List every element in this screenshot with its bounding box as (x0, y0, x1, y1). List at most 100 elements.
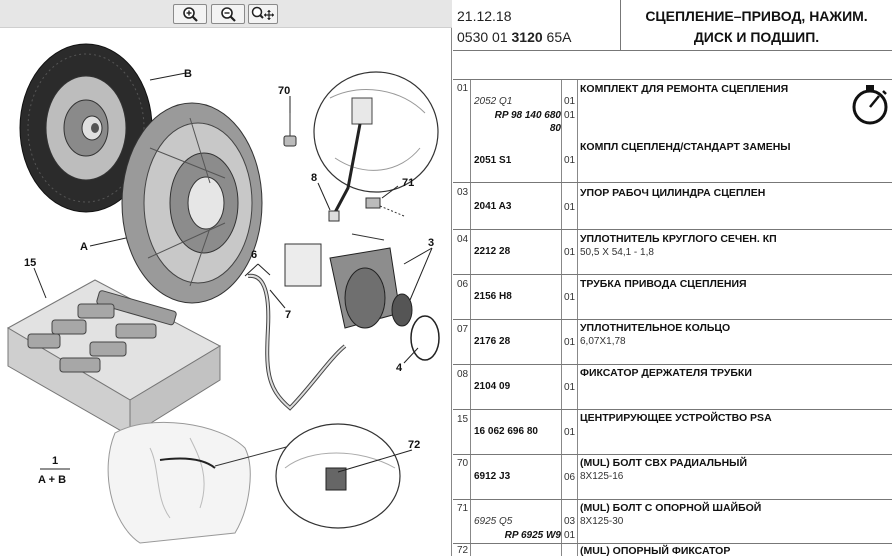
o-ring-part[interactable] (410, 315, 440, 361)
part-reference[interactable]: 2212 28 (474, 246, 511, 257)
zoom-in-button[interactable] (173, 4, 207, 24)
row-index: 70 (457, 458, 469, 469)
header-rule (453, 50, 892, 51)
part-description: ТРУБКА ПРИВОДА СЦЕПЛЕНИЯ (580, 278, 747, 290)
part-quantity: 01 (564, 202, 576, 213)
table-row[interactable]: 70 6912 J3 06 (MUL) БОЛТ CBX РАДИАЛЬНЫЙ … (453, 455, 892, 500)
callout-72: 72 (408, 439, 420, 451)
part-reference[interactable]: 2052 Q1 (474, 96, 513, 107)
magnifier-plus-icon (183, 7, 198, 22)
callout-1: 1 (52, 455, 58, 467)
part-description: УПОР РАБОЧ ЦИЛИНДРА СЦЕПЛЕН (580, 187, 766, 199)
clutch-assembly-illustration: B A 70 8 71 6 7 3 4 15 72 1 A + B (6, 43, 440, 544)
detail-view-top (313, 71, 439, 219)
callout-a-plus-b: A + B (38, 474, 66, 486)
part-description: (MUL) БОЛТ С ОПОРНОЙ ШАЙБОЙ (580, 502, 762, 514)
part-quantity: 01 (564, 247, 576, 258)
part-description: УПЛОТНИТЕЛЬНОЕ КОЛЬЦО (580, 322, 731, 334)
catalog-code-bold: 3120 (511, 29, 543, 45)
magnifier-move-icon (251, 6, 274, 20)
part-description: (MUL) БОЛТ CBX РАДИАЛЬНЫЙ (580, 457, 748, 469)
row-index: 03 (457, 187, 469, 198)
table-row[interactable]: 15 16 062 696 80 01 ЦЕНТРИРУЮЩЕЕ УСТРОЙС… (453, 410, 892, 455)
slave-cylinder-part[interactable] (284, 233, 413, 329)
table-row[interactable]: 71 6925 Q5 03 RP 6925 W9 01 (MUL) БОЛТ С… (453, 500, 892, 544)
exploded-diagram-panel: B A 70 8 71 6 7 3 4 15 72 1 A + B (0, 0, 452, 556)
part-reference[interactable]: 2104 09 (474, 381, 511, 392)
part-quantity: 06 (564, 472, 576, 483)
part-description: ФИКСАТОР ДЕРЖАТЕЛЯ ТРУБКИ (580, 367, 752, 379)
catalog-code: 0530 01 3120 65A (457, 29, 571, 45)
header-divider (620, 0, 621, 50)
clutch-disc-part[interactable] (19, 43, 153, 213)
table-row[interactable]: 01 2052 Q1 01 RP 98 140 680 01 80 КОМПЛЕ… (453, 80, 892, 183)
stopwatch-icon (852, 85, 888, 125)
part-reference-rp[interactable]: RP 98 140 680 (494, 110, 561, 121)
callout-a: A (80, 241, 88, 253)
callout-71: 71 (402, 177, 414, 189)
table-row[interactable]: 08 2104 09 01 ФИКСАТОР ДЕРЖАТЕЛЯ ТРУБКИ (453, 365, 892, 410)
callout-3: 3 (428, 237, 434, 249)
part-quantity: 03 (564, 516, 576, 527)
callout-7: 7 (285, 309, 291, 321)
part-reference[interactable]: 6912 J3 (474, 471, 511, 482)
transmission-overview (107, 421, 401, 544)
part-specification: 8X125-16 (580, 471, 624, 482)
part-quantity: 01 (564, 530, 576, 541)
page-title: СЦЕПЛЕНИЕ–ПРИВОД, НАЖИМ. ДИСК И ПОДШИП. (621, 6, 892, 48)
row-index: 72 (457, 545, 469, 556)
part-description: КОМПЛ СЦЕПЛЕНД/СТАНДАРТ ЗАМЕНЫ (580, 141, 791, 153)
table-row[interactable]: 72 (MUL) ОПОРНЫЙ ФИКСАТОР (453, 544, 892, 556)
clutch-pipe-part[interactable] (247, 210, 347, 411)
part-reference[interactable]: 2176 28 (474, 336, 511, 347)
callout-4: 4 (396, 362, 403, 374)
pressure-plate-part[interactable] (121, 102, 263, 304)
part-quantity: 01 (564, 292, 576, 303)
page-title-line1: СЦЕПЛЕНИЕ–ПРИВОД, НАЖИМ. (645, 8, 868, 24)
table-row[interactable]: 03 2041 A3 01 УПОР РАБОЧ ЦИЛИНДРА СЦЕПЛЕ… (453, 183, 892, 230)
part-description: КОМПЛЕКТ ДЛЯ РЕМОНТА СЦЕПЛЕНИЯ (580, 83, 789, 95)
header-rule (453, 79, 892, 80)
part-specification: 6,07X1,78 (580, 336, 626, 347)
row-index: 71 (457, 503, 469, 514)
part-description: (MUL) ОПОРНЫЙ ФИКСАТОР (580, 545, 731, 556)
part-quantity: 01 (564, 427, 576, 438)
bolt-70-part[interactable] (283, 113, 297, 147)
part-reference[interactable]: 6925 Q5 (474, 516, 513, 527)
magnifier-minus-icon (221, 7, 236, 22)
row-index: 01 (457, 83, 469, 94)
row-index: 07 (457, 324, 469, 335)
part-quantity: 01 (564, 337, 576, 348)
zoom-toolbar (0, 0, 452, 28)
part-reference[interactable]: 16 062 696 80 (474, 426, 538, 437)
part-reference[interactable]: 2051 S1 (474, 155, 512, 166)
table-row[interactable]: 07 2176 28 01 УПЛОТНИТЕЛЬНОЕ КОЛЬЦО 6,07… (453, 320, 892, 365)
leader-lines (33, 72, 433, 473)
page-title-line2: ДИСК И ПОДШИП. (693, 29, 820, 45)
table-row[interactable]: 06 2156 H8 01 ТРУБКА ПРИВОДА СЦЕПЛЕНИЯ (453, 275, 892, 320)
part-reference-rp[interactable]: RP 6925 W9 (504, 530, 561, 541)
part-reference-rp-cont: 80 (549, 123, 561, 134)
callout-6: 6 (251, 249, 257, 261)
table-row[interactable]: 04 2212 28 01 УПЛОТНИТЕЛЬ КРУГЛОГО СЕЧЕН… (453, 230, 892, 275)
row-index: 08 (457, 369, 469, 380)
part-quantity: 01 (564, 155, 576, 166)
catalog-code-prefix: 0530 01 (457, 29, 512, 45)
part-specification: 50,5 X 54,1 - 1,8 (580, 247, 654, 258)
row-index: 06 (457, 279, 469, 290)
part-specification: 8X125-30 (580, 516, 624, 527)
part-description: УПЛОТНИТЕЛЬ КРУГЛОГО СЕЧЕН. КП (580, 233, 777, 245)
part-reference[interactable]: 2041 A3 (474, 201, 512, 212)
zoom-out-button[interactable] (211, 4, 245, 24)
callout-70: 70 (278, 85, 290, 97)
centering-device-part[interactable] (6, 279, 222, 437)
bolt-71-part[interactable] (365, 197, 405, 217)
part-reference[interactable]: 2156 H8 (474, 291, 512, 302)
catalog-date: 21.12.18 (457, 8, 512, 24)
part-quantity: 01 (564, 96, 576, 107)
row-index: 04 (457, 234, 469, 245)
pan-zoom-button[interactable] (248, 4, 278, 24)
parts-list-panel: 21.12.18 0530 01 3120 65A СЦЕПЛЕНИЕ–ПРИВ… (453, 0, 892, 556)
part-description: ЦЕНТРИРУЮЩЕЕ УСТРОЙСТВО PSA (580, 412, 772, 424)
callout-b: B (184, 68, 192, 80)
